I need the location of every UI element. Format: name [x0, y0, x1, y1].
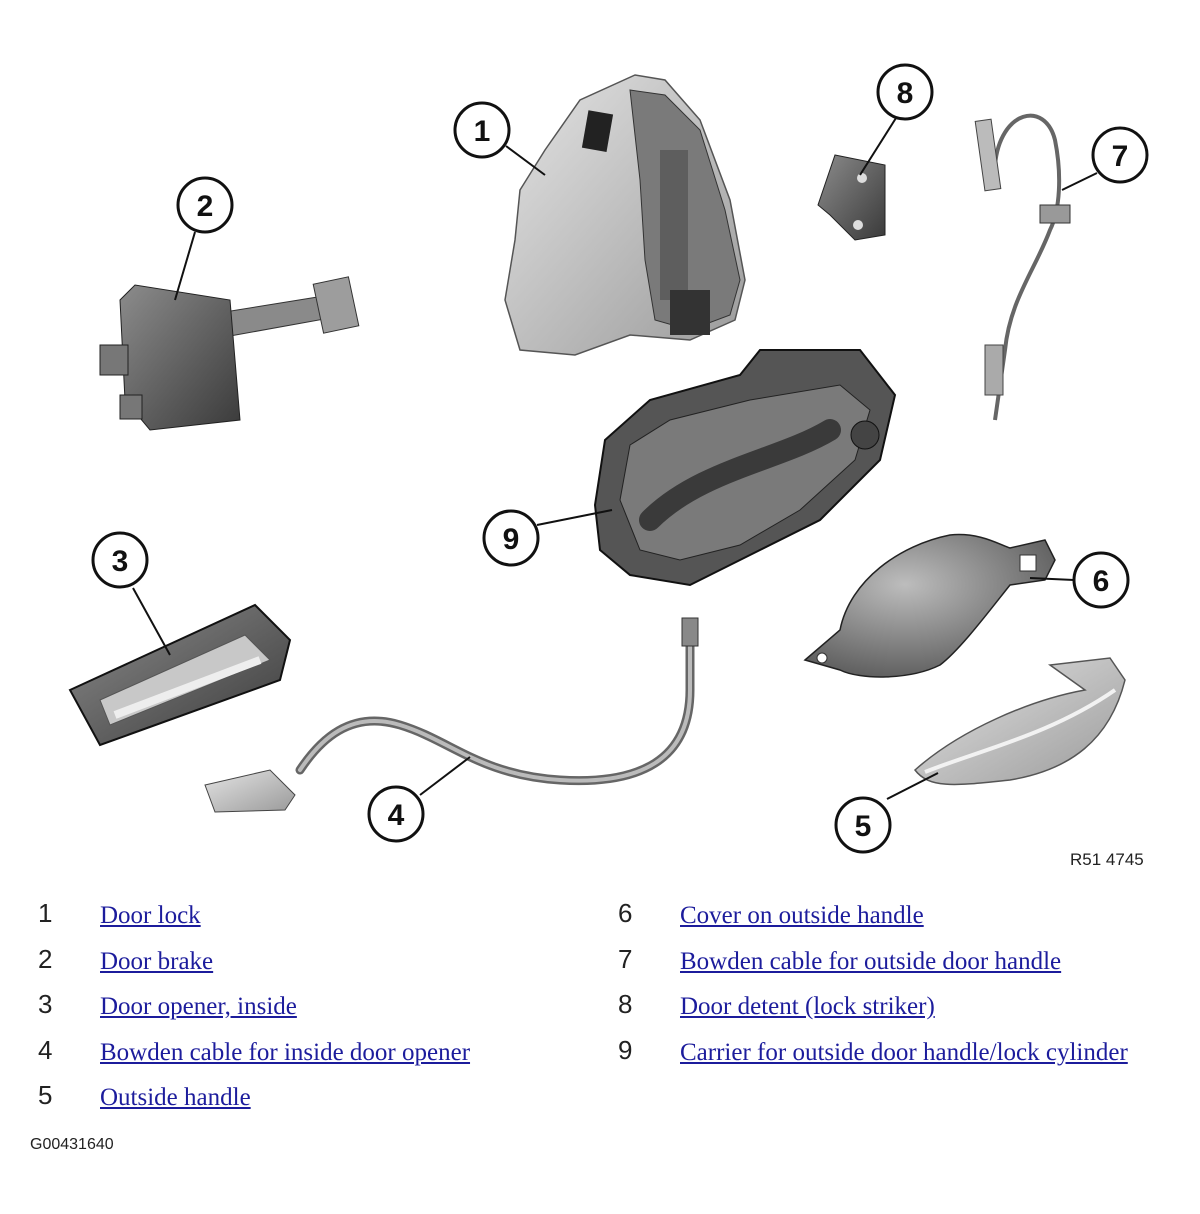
door-brake-illustration: [99, 276, 360, 431]
callout-9: 9: [482, 509, 540, 567]
outside-handle-cable-illustration: [974, 113, 1071, 421]
legend-link-inside-opener-cable[interactable]: Bowden cable for inside door opener: [100, 1039, 471, 1066]
callout-2: 2: [176, 176, 234, 234]
legend-number: 6: [618, 898, 633, 928]
exploded-parts-diagram: 1 2 3 4 5 6 7 8 9: [68, 63, 1149, 854]
document-id: G00431640: [30, 1136, 114, 1153]
legend-number: 8: [618, 989, 633, 1019]
legend-link-door-detent[interactable]: Door detent (lock striker): [680, 993, 935, 1020]
inside-door-opener-illustration: [68, 603, 292, 747]
figure-reference-code: R51 4745: [1070, 850, 1144, 869]
svg-text:5: 5: [855, 810, 872, 843]
legend-link-outside-handle[interactable]: Outside handle: [100, 1084, 251, 1111]
legend-number: 4: [38, 1035, 53, 1065]
svg-text:8: 8: [897, 77, 914, 110]
svg-text:4: 4: [388, 799, 405, 832]
legend-link-door-lock[interactable]: Door lock: [100, 902, 201, 929]
svg-text:9: 9: [503, 523, 520, 556]
legend-link-handle-carrier[interactable]: Carrier for outside door handle/lock cyl…: [680, 1039, 1128, 1066]
legend-number: 9: [618, 1035, 633, 1065]
legend-number: 2: [38, 944, 53, 974]
legend-link-door-brake[interactable]: Door brake: [100, 948, 214, 975]
svg-text:7: 7: [1112, 140, 1129, 173]
leader-lines: [132, 117, 1098, 800]
callout-4: 4: [367, 785, 425, 843]
callout-5: 5: [834, 796, 892, 854]
callout-8: 8: [876, 63, 934, 121]
callout-3: 3: [91, 531, 149, 589]
legend-link-outside-handle-cable[interactable]: Bowden cable for outside door handle: [680, 948, 1062, 975]
legend-link-door-opener-inside[interactable]: Door opener, inside: [100, 993, 297, 1020]
callout-6: 6: [1072, 551, 1130, 609]
inside-opener-cable-illustration: [204, 617, 699, 813]
svg-text:2: 2: [197, 190, 214, 223]
outside-handle-cover-illustration: [803, 533, 1056, 678]
door-lock-illustration: [504, 74, 746, 356]
legend-number: 1: [38, 898, 53, 928]
door-detent-illustration: [817, 154, 886, 241]
callout-7: 7: [1091, 126, 1149, 184]
legend-number: 3: [38, 989, 53, 1019]
legend-number: 5: [38, 1080, 53, 1110]
legend-link-handle-cover[interactable]: Cover on outside handle: [680, 902, 924, 929]
handle-carrier-illustration: [593, 349, 897, 587]
outside-handle-illustration: [913, 657, 1126, 786]
callout-1: 1: [453, 101, 511, 159]
svg-text:1: 1: [474, 115, 491, 148]
svg-text:3: 3: [112, 545, 129, 578]
legend-number: 7: [618, 944, 633, 974]
svg-text:6: 6: [1093, 565, 1110, 598]
